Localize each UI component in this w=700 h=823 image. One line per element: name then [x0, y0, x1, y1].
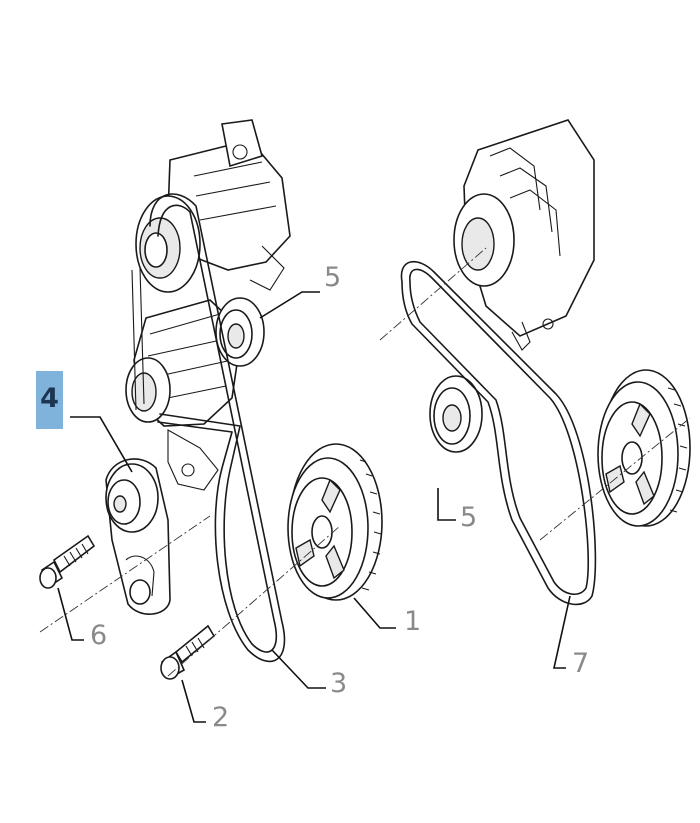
idler-pulley-left	[215, 297, 265, 367]
alternator-right	[453, 119, 595, 351]
ac-compressor-left	[135, 119, 291, 293]
belt-tensioner	[105, 458, 171, 615]
callout-4-highlight[interactable]: 4	[36, 371, 63, 429]
drive-belt-right	[400, 260, 597, 606]
callout-7: 7	[572, 648, 589, 679]
crankshaft-pulley-left	[287, 443, 383, 601]
drive-belt-left	[131, 193, 286, 663]
bolt-2	[160, 624, 216, 680]
crankshaft-pulley-right	[597, 369, 691, 527]
callout-4: 4	[40, 383, 59, 414]
idler-pulley-right	[429, 375, 483, 453]
callout-5-left: 5	[324, 262, 341, 293]
callout-3: 3	[330, 668, 347, 699]
callout-leaders	[57, 291, 571, 723]
callout-1: 1	[404, 606, 421, 637]
callout-6: 6	[90, 620, 107, 651]
callout-5-right: 5	[460, 502, 477, 533]
bolt-6	[39, 534, 96, 589]
callout-2: 2	[212, 702, 229, 733]
